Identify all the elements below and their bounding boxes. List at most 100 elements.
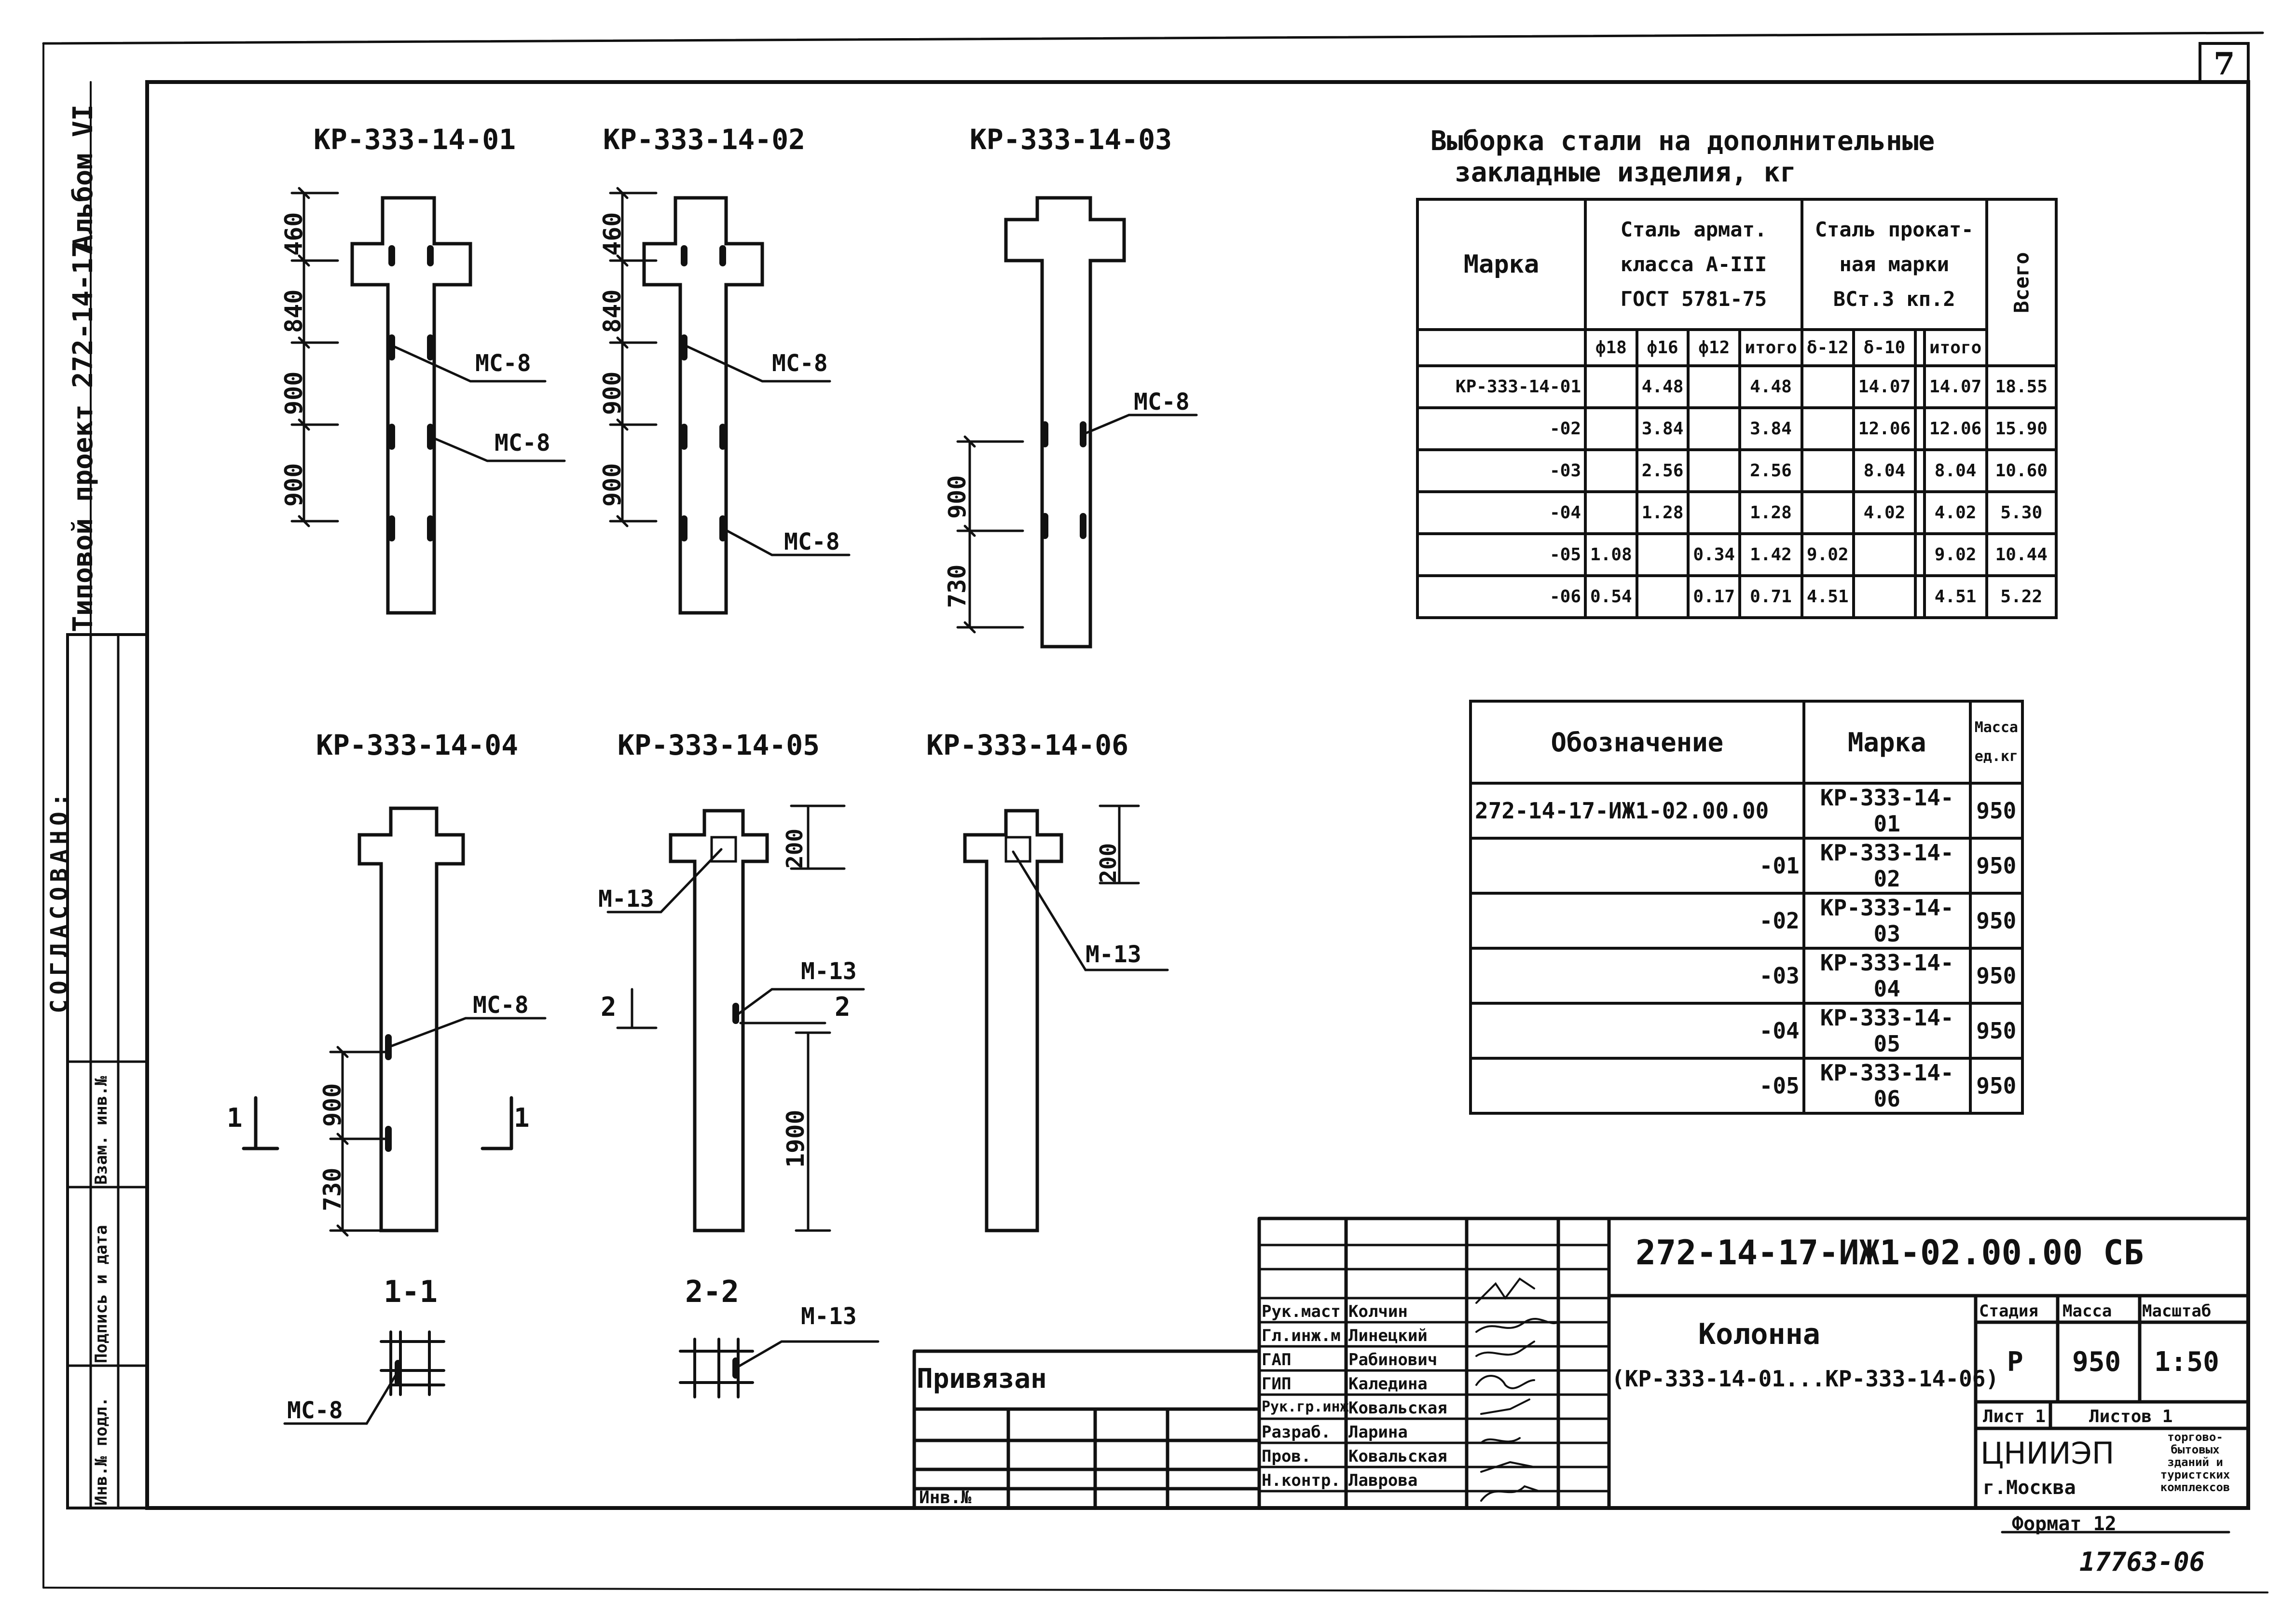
- steel-cell: 5.22: [1985, 574, 2058, 619]
- stamp-name-range: (КР-333-14-01...КР-333-14-06): [1611, 1366, 1999, 1392]
- dim-900: 900: [318, 1083, 346, 1127]
- stamp-role: Рук.гр.инж: [1262, 1398, 1349, 1415]
- steel-h-total: Всего: [1985, 198, 2058, 367]
- spec-cell: КР-333-14-06: [1802, 1057, 1972, 1115]
- steel-h-roll-1: Сталь прокат-: [1815, 218, 1974, 241]
- stamp-h-mass: Масса: [2062, 1301, 2112, 1321]
- steel-table-title: Выборка стали на дополнительные: [1430, 125, 1935, 157]
- stamp-role: Н.контр.: [1262, 1471, 1341, 1490]
- stamp-person: Ковальская: [1348, 1398, 1447, 1418]
- label-m13: М-13: [1086, 941, 1141, 968]
- steel-cell: 8.04: [1923, 448, 1988, 493]
- spec-cell: КР-333-14-05: [1802, 1002, 1972, 1060]
- steel-cell: 1.42: [1738, 532, 1803, 577]
- steel-cell: 14.07: [1923, 364, 1988, 409]
- steel-h-roll-2: ная марки: [1839, 252, 1950, 276]
- steel-sub: δ-12: [1800, 328, 1855, 367]
- section-title-2-2: 2-2: [685, 1274, 739, 1309]
- spec-h-designation: Обозначение: [1469, 700, 1805, 785]
- column-kr-01: [290, 187, 566, 615]
- steel-sub: ф16: [1635, 328, 1690, 367]
- spec-h-mass-2: ед.кг: [1974, 748, 2018, 765]
- steel-cell: 9.02: [1923, 532, 1988, 577]
- steel-cell: 2.56: [1738, 448, 1803, 493]
- stamp-stage: Р: [2007, 1346, 2023, 1378]
- steel-cell: -03: [1416, 448, 1587, 493]
- steel-sub: [1914, 328, 1926, 367]
- steel-cell: 1.08: [1584, 532, 1638, 577]
- label-m13: М-13: [801, 1303, 857, 1330]
- steel-cell: [1584, 448, 1638, 493]
- stamp-tied: Привязан: [917, 1363, 1047, 1395]
- stamp-person: Колчин: [1348, 1302, 1408, 1321]
- spec-cell: -02: [1469, 892, 1805, 950]
- steel-table: Марка Сталь армат. класса А-III ГОСТ 578…: [1416, 198, 2058, 619]
- spec-h-mark: Марка: [1802, 700, 1972, 785]
- section-2-2: [679, 1338, 880, 1398]
- stamp-role: Гл.инж.м: [1262, 1326, 1341, 1345]
- stamp-person: Лаврова: [1348, 1471, 1418, 1490]
- stamp-mass: 950: [2072, 1346, 2121, 1378]
- steel-table-subtitle: закладные изделия, кг: [1455, 157, 1797, 188]
- steel-h-rebar-3: ГОСТ 5781-75: [1620, 287, 1767, 311]
- stamp-archive: 17763-06: [2079, 1547, 2205, 1577]
- steel-cell: [1800, 406, 1855, 451]
- steel-cell: [1800, 364, 1855, 409]
- spec-cell: 950: [1968, 782, 2024, 840]
- stamp-person: Каледина: [1348, 1374, 1428, 1394]
- steel-cell: 12.06: [1852, 406, 1917, 451]
- steel-sub: ф18: [1584, 328, 1638, 367]
- steel-h-rebar: Сталь армат. класса А-III ГОСТ 5781-75: [1584, 198, 1803, 331]
- project-label: Типовой проект 272-14-17: [68, 241, 99, 632]
- steel-cell: -02: [1416, 406, 1587, 451]
- steel-cell: 14.07: [1852, 364, 1917, 409]
- steel-cell: 15.90: [1985, 406, 2058, 451]
- title-kr-03: КР-333-14-03: [970, 123, 1172, 156]
- title-kr-06: КР-333-14-06: [926, 729, 1129, 761]
- steel-h-total-text: Всего: [2009, 252, 2034, 313]
- title-kr-02: КР-333-14-02: [603, 123, 806, 156]
- label-mc8: МС-8: [475, 350, 531, 377]
- stamp-person: Рабинович: [1348, 1350, 1438, 1370]
- spec-cell: КР-333-14-04: [1802, 947, 1972, 1005]
- sheet-number-box: [2199, 42, 2250, 83]
- spec-cell: -01: [1469, 837, 1805, 895]
- spec-cell: КР-333-14-03: [1802, 892, 1972, 950]
- label-mc8: МС-8: [784, 528, 840, 555]
- dim-900: 900: [943, 475, 971, 519]
- dim-730: 730: [943, 564, 971, 608]
- steel-cell: 2.56: [1635, 448, 1690, 493]
- spec-table: Обозначение Марка Масса ед.кг 272-14-17-…: [1469, 700, 2024, 1115]
- spec-h-mass: Масса ед.кг: [1968, 700, 2024, 785]
- column-kr-03: [956, 196, 1198, 649]
- dim-900: 900: [598, 463, 626, 507]
- stamp-role: Пров.: [1262, 1447, 1311, 1466]
- steel-cell: 0.54: [1584, 574, 1638, 619]
- label-mc8: МС-8: [772, 350, 828, 377]
- steel-cell: 4.51: [1800, 574, 1855, 619]
- steel-cell: [1584, 406, 1638, 451]
- dim-460: 460: [598, 212, 626, 256]
- dim-900: 900: [598, 371, 626, 415]
- stamp-h-stage: Стадия: [1979, 1301, 2038, 1321]
- stamp-format: Формат 12: [2012, 1513, 2117, 1535]
- dim-1900: 1900: [782, 1109, 810, 1168]
- steel-cell: 5.30: [1985, 490, 2058, 535]
- steel-cell: 3.84: [1635, 406, 1690, 451]
- steel-h-roll: Сталь прокат- ная марки ВСт.3 кп.2: [1800, 198, 1988, 331]
- stamp-role: ГАП: [1262, 1350, 1292, 1370]
- steel-cell: КР-333-14-01: [1416, 364, 1587, 409]
- steel-cell: [1635, 574, 1690, 619]
- steel-cell: 0.34: [1687, 532, 1742, 577]
- steel-cell: 0.17: [1687, 574, 1742, 619]
- steel-cell: 8.04: [1852, 448, 1917, 493]
- stamp-name: Колонна: [1698, 1317, 1820, 1351]
- strip-repl-label: Взам. инв.№: [92, 1076, 111, 1185]
- spec-cell: -03: [1469, 947, 1805, 1005]
- spec-cell: 950: [1968, 1002, 2024, 1060]
- steel-h-rebar-1: Сталь армат.: [1620, 218, 1767, 241]
- steel-cell: [1852, 532, 1917, 577]
- spec-cell: 950: [1968, 837, 2024, 895]
- steel-sub: итого: [1923, 328, 1988, 367]
